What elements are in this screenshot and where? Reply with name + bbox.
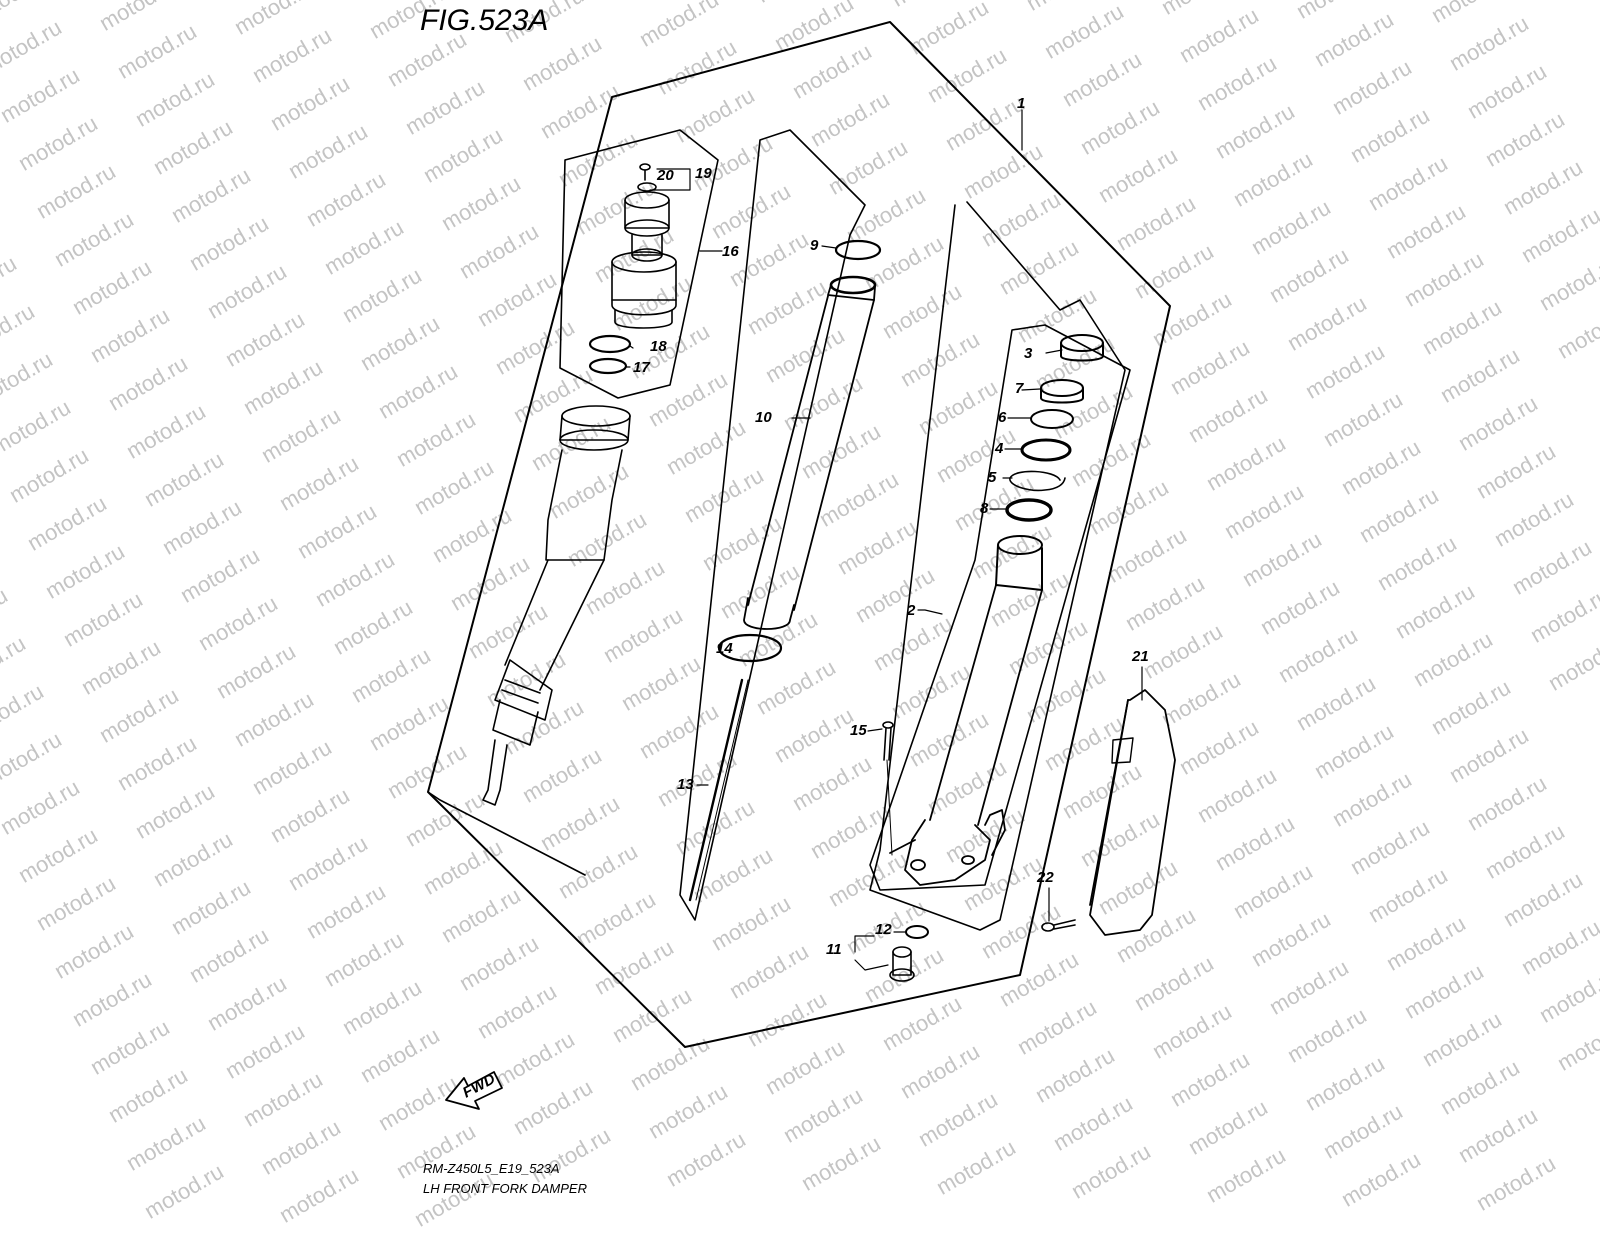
- leader-lines: [625, 109, 1143, 971]
- callout-16: 16: [722, 243, 739, 260]
- washer-6: [1030, 409, 1074, 429]
- bushing-3: [1060, 334, 1104, 352]
- callout-20: 20: [656, 167, 674, 184]
- drain-plug-11: [889, 946, 915, 982]
- callout-21: 21: [1131, 648, 1149, 665]
- cartridge-body-panel-outline: [427, 791, 586, 876]
- o-ring-9: [834, 239, 882, 261]
- callout-4: 4: [994, 440, 1004, 457]
- bushing-7: [1040, 379, 1084, 397]
- callout-11: 11: [826, 941, 842, 958]
- callout-12: 12: [875, 921, 892, 938]
- arrow-left-icon: [445, 1071, 503, 1110]
- callout-5: 5: [988, 469, 997, 486]
- o-ring-14: [717, 633, 783, 663]
- cartridge-head: [611, 163, 677, 329]
- fork-bushings-seals: [995, 334, 1104, 591]
- callout-2: 2: [906, 602, 916, 619]
- figure-title: FIG.523A: [420, 4, 549, 37]
- callout-17: 17: [633, 359, 650, 376]
- callout-13: 13: [677, 776, 694, 793]
- damper-panel-outline: [679, 129, 866, 921]
- damper-rod-13: [688, 678, 744, 902]
- oil-seal-4: [1020, 438, 1072, 462]
- damper-cartridge-body: [482, 405, 631, 806]
- callout-14: 14: [716, 640, 733, 657]
- callout-6: 6: [998, 409, 1007, 426]
- figure-caption: LH FRONT FORK DAMPER: [423, 1181, 587, 1196]
- outer-tube: [743, 239, 882, 630]
- o-ring-18: [588, 334, 632, 354]
- callout-19: 19: [695, 165, 712, 182]
- assembly-outline: [427, 21, 1171, 1048]
- callout-8: 8: [980, 500, 989, 517]
- o-ring-12: [905, 925, 929, 939]
- callout-1: 1: [1017, 95, 1025, 112]
- o-ring-17: [588, 357, 628, 375]
- inner-tube: [889, 584, 1043, 886]
- callout-7: 7: [1015, 380, 1024, 397]
- inner-tube-panel-outline: [869, 201, 1126, 931]
- callout-22: 22: [1036, 869, 1054, 886]
- callout-3: 3: [1024, 345, 1033, 362]
- bolt-15-leader: [886, 759, 893, 856]
- dust-seal-8: [1005, 498, 1053, 522]
- callout-10: 10: [755, 409, 772, 426]
- circlip-5: [1009, 470, 1066, 492]
- fork-guard: [1089, 689, 1176, 936]
- callout-18: 18: [650, 338, 667, 355]
- bolt-15: [882, 721, 894, 761]
- callout-15: 15: [850, 722, 867, 739]
- callout-9: 9: [810, 237, 819, 254]
- forward-direction-badge: FWD: [445, 1070, 503, 1110]
- cartridge-head-group-outline: [559, 129, 719, 399]
- axle-holder-panel-outline: [869, 324, 1131, 891]
- model-code: RM-Z450L5_E19_523A: [423, 1161, 560, 1176]
- exploded-parts-diagram: 1 2 3 7 6 4 5 8 9 10 11 12 13 14 15 16 1…: [427, 21, 1176, 1110]
- screw-22: [1041, 919, 1076, 932]
